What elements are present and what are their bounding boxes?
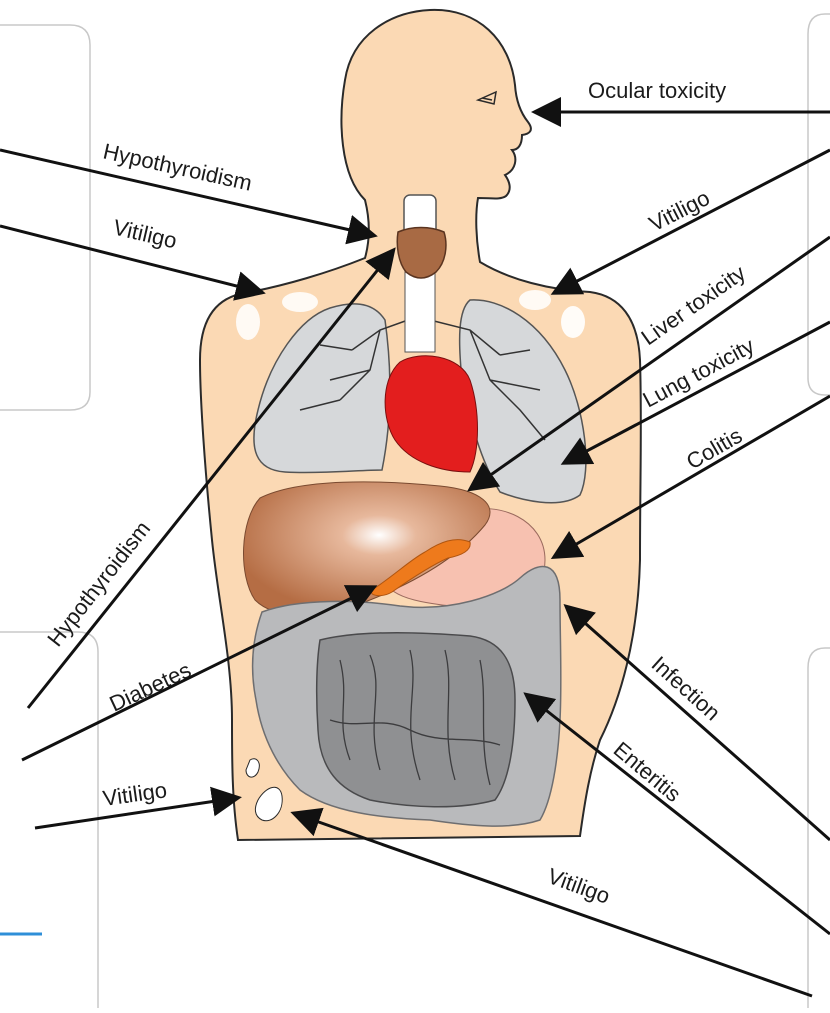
vitiligo-patch — [282, 292, 318, 312]
arrow-vitiligo-right-shoulder — [556, 150, 830, 292]
label-vitiligo-left-shoulder: Vitiligo — [111, 215, 179, 254]
arrow-vitiligo-bottom — [296, 814, 812, 996]
vitiligo-patch — [561, 306, 585, 338]
panel-top-left — [0, 25, 90, 410]
label-enteritis: Enteritis — [609, 737, 686, 807]
label-vitiligo-hip: Vitiligo — [101, 777, 168, 811]
small-intestine — [317, 633, 515, 807]
panel-top-right — [808, 14, 830, 395]
label-hypothyroidism-diagonal: Hypothyroidism — [42, 516, 155, 651]
label-ocular-toxicity: Ocular toxicity — [588, 78, 726, 103]
label-hypothyroidism-left: Hypothyroidism — [101, 138, 254, 195]
label-diabetes: Diabetes — [106, 657, 195, 716]
panel-bottom-right — [808, 648, 830, 1008]
vitiligo-patch — [236, 304, 260, 340]
vitiligo-patch — [519, 290, 551, 310]
label-colitis: Colitis — [682, 423, 746, 475]
label-vitiligo-bottom: Vitiligo — [544, 863, 613, 909]
